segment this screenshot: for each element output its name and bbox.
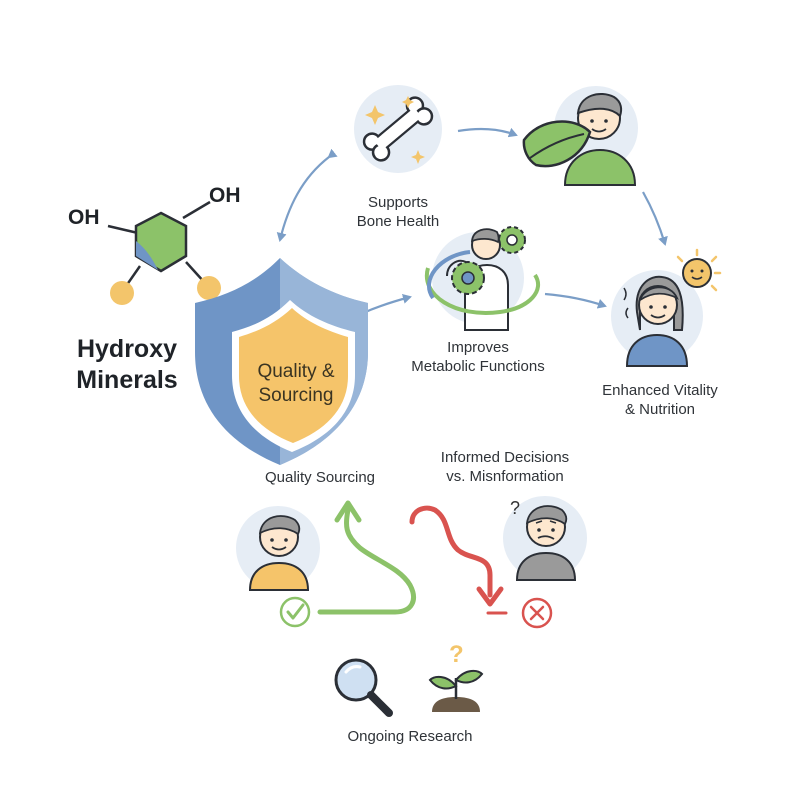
vitality-label-line-2: & Nutrition <box>624 401 696 418</box>
bone-label-line-2: Bone Health <box>356 213 440 230</box>
quality-sourcing-label: Quality Sourcing <box>245 468 395 487</box>
arrow-shield-to-metabolic <box>362 293 412 315</box>
title-line-1: Hydroxy <box>76 335 178 363</box>
quality-sourcing-line-1: Quality Sourcing <box>264 469 376 486</box>
informed-label-line-2: vs. Misnformation <box>446 468 564 485</box>
main-title: Hydroxy Minerals <box>52 334 202 396</box>
leaf-person-icon <box>522 86 638 186</box>
arrow-metabolic-to-vitality <box>544 292 607 309</box>
confused-person-icon <box>503 496 587 581</box>
metabolic-label-line-1: Improves <box>447 339 509 356</box>
vitality-label-line-1: Enhanced Vitality <box>602 382 718 399</box>
shield-line-1: Quality & <box>257 361 335 382</box>
arrow-bone-shield-bidirectional <box>276 148 338 242</box>
ongoing-research-label: Ongoing Research <box>330 727 490 746</box>
sun-person-icon <box>611 248 722 367</box>
happy-person-icon <box>236 506 320 591</box>
decline-arrow <box>409 505 504 607</box>
metabolic-label-line-2: Metabolic Functions <box>411 358 545 375</box>
check-icon <box>279 596 311 628</box>
arrow-leaf-to-vitality <box>642 191 668 246</box>
oh-left-label: OH <box>68 206 100 229</box>
question-mark-person: ? <box>510 498 521 518</box>
shield-label: Quality & Sourcing <box>244 360 348 408</box>
informed-label-line-1: Informed Decisions <box>440 449 570 466</box>
question-mark-plant: ? <box>449 641 464 668</box>
growth-arrow <box>317 500 416 615</box>
sprout-icon <box>428 669 484 712</box>
oh-right-label: OH <box>209 184 241 207</box>
bone-label-line-1: Supports <box>367 194 429 211</box>
magnifier-icon <box>334 658 393 717</box>
research-label-line-1: Ongoing Research <box>347 728 473 745</box>
metabolic-label: Improves Metabolic Functions <box>393 338 563 376</box>
vitality-label: Enhanced Vitality & Nutrition <box>585 381 735 419</box>
informed-decisions-label: Informed Decisions vs. Misnformation <box>415 448 595 486</box>
bone-health-label: Supports Bone Health <box>328 193 468 231</box>
gear-person-icon <box>424 226 541 331</box>
cross-icon <box>486 597 553 629</box>
arrow-bone-to-leaf <box>457 127 518 138</box>
molecule-icon <box>107 200 221 305</box>
sun-icon <box>676 248 722 292</box>
shield-icon <box>195 258 368 465</box>
title-line-2: Minerals <box>76 366 178 394</box>
bone-icon <box>354 85 442 173</box>
shield-line-2: Sourcing <box>258 385 334 406</box>
